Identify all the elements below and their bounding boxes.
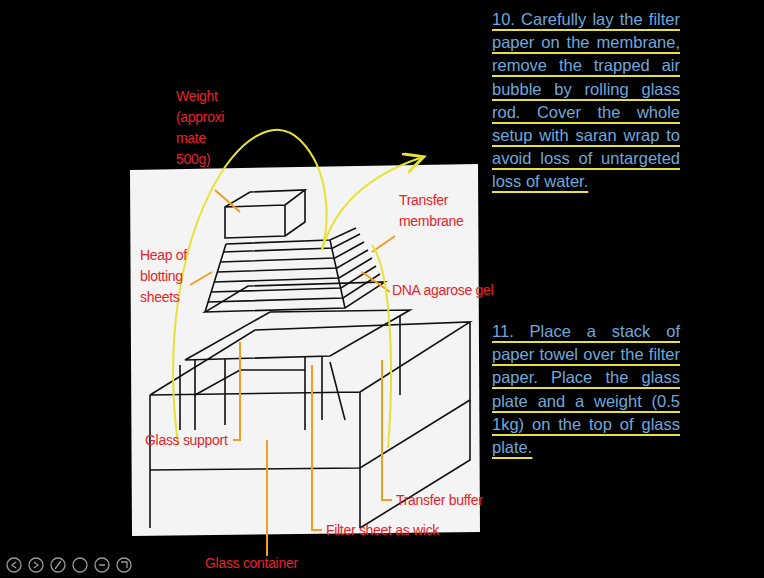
step-note: 10. Carefully lay the filter paper on th…	[492, 8, 680, 194]
part-label: Filter sheet as wick	[326, 520, 466, 541]
part-label: Weight (approxi mate 500g)	[176, 86, 238, 170]
step-note: 11. Place a stack of paper towel over th…	[492, 320, 680, 459]
part-label: Transfer membrane	[399, 190, 479, 232]
flow-annotation	[173, 130, 420, 448]
leader-lines	[190, 190, 395, 556]
sketch-paper	[130, 164, 480, 536]
part-label: Transfer buffer	[396, 490, 506, 511]
part-label: Glass support	[145, 430, 240, 451]
part-label: DNA agarose gel	[392, 280, 502, 301]
part-label: Heap of blotting sheets	[140, 245, 192, 308]
part-label: Glass container	[205, 553, 325, 574]
toolbar-icons	[7, 558, 131, 572]
apparatus-sketch	[150, 190, 470, 528]
